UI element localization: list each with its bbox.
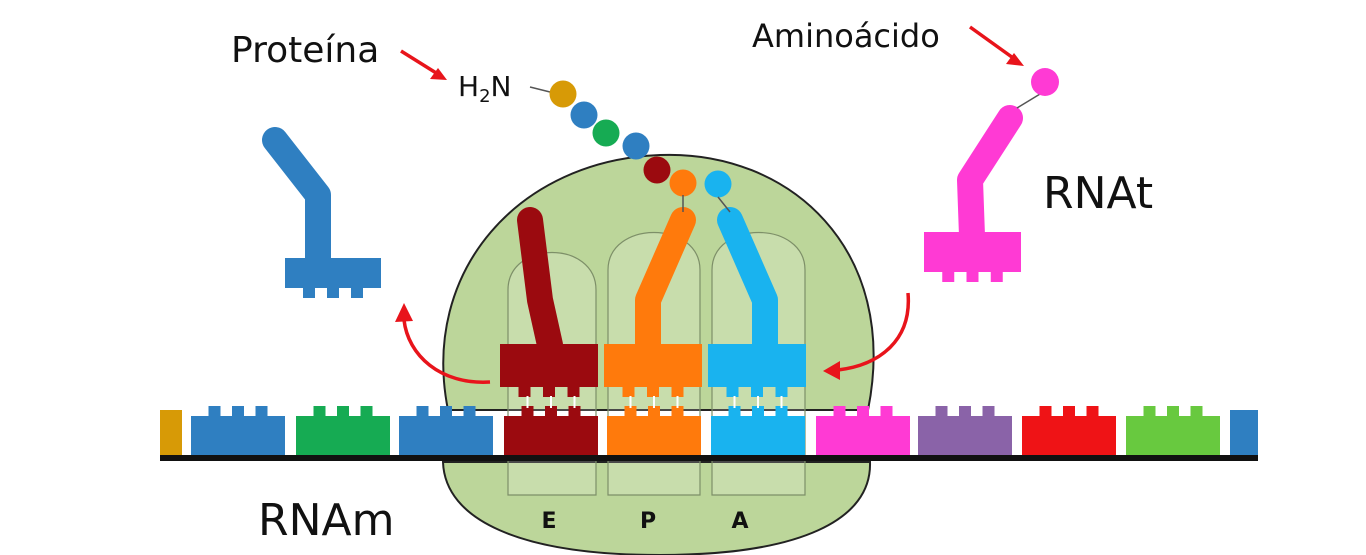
mrna-codon <box>1230 410 1258 455</box>
mrna-codon <box>296 406 390 455</box>
arrow-to-h2n <box>400 49 442 78</box>
arrow-trna-entering <box>837 292 911 372</box>
trna-label: RNAt <box>1043 168 1153 219</box>
mrna-codon <box>160 410 182 455</box>
amino-acid-bead <box>643 156 671 184</box>
mrna-codon <box>1022 406 1116 455</box>
arrow-trna-exiting <box>402 319 491 384</box>
arrow-to-amino-acid-head <box>1006 53 1024 66</box>
protein-chain: H2N <box>458 70 732 213</box>
trna-exiting <box>262 127 381 298</box>
arrow-to-h2n-head <box>430 68 447 80</box>
h2n-sub: 2 <box>479 86 490 107</box>
trna-p-site-stem <box>635 207 696 358</box>
mrna-codon <box>504 406 598 455</box>
mrna-strand <box>160 406 1258 461</box>
site-p-label: P <box>640 509 656 534</box>
mrna-codon <box>607 406 701 455</box>
mrna-codon <box>1126 406 1220 455</box>
trna-exiting-stem <box>262 127 331 281</box>
trna-exiting-anticodon <box>285 258 381 298</box>
amino-acid-bead <box>1031 68 1059 96</box>
amino-acid-bead <box>669 169 697 197</box>
mrna-codon <box>399 406 493 455</box>
arrow-trna-entering-head <box>823 361 840 380</box>
mrna-backbone <box>160 455 1258 461</box>
trna-group <box>262 105 1023 408</box>
trna-e-site-anticodon <box>500 344 598 397</box>
trna-incoming-stem <box>957 105 1023 249</box>
arrows <box>395 25 1024 384</box>
mrna-codon <box>918 406 1012 455</box>
trna-incoming-anticodon <box>924 232 1021 282</box>
trna-a-site <box>708 207 806 397</box>
amino-acid-bead <box>622 132 650 160</box>
amino-acid-bead <box>570 101 598 129</box>
chain-link-a <box>717 196 731 213</box>
amino-acid-bead <box>704 170 732 198</box>
amino-acid-bead <box>592 119 620 147</box>
amino-acid-label: Aminoácido <box>752 17 940 55</box>
chain-bond <box>529 86 551 93</box>
trna-e-site <box>500 207 598 397</box>
arrow-trna-exiting-head <box>395 303 413 322</box>
chain-beads <box>549 80 732 198</box>
h2n-label: H2N <box>458 70 511 107</box>
trna-p-site <box>604 207 702 397</box>
trna-e-site-stem <box>517 207 563 358</box>
mrna-codon <box>711 406 805 455</box>
site-e-label: E <box>541 509 556 534</box>
trna-a-site-anticodon <box>708 344 806 397</box>
mrna-label: RNAm <box>258 495 394 546</box>
arrow-to-amino-acid <box>968 25 1018 62</box>
trna-incoming <box>924 105 1023 282</box>
h2n-h: H <box>458 70 479 103</box>
protein-label: Proteína <box>231 30 379 71</box>
trna-p-site-anticodon <box>604 344 702 397</box>
site-a-label: A <box>731 509 748 534</box>
h2n-n: N <box>491 70 512 103</box>
mrna-codon <box>191 406 285 455</box>
mrna-codons <box>160 406 1258 455</box>
mrna-codon <box>816 406 910 455</box>
trna-a-site-stem <box>717 207 778 358</box>
amino-acid-bead <box>549 80 577 108</box>
